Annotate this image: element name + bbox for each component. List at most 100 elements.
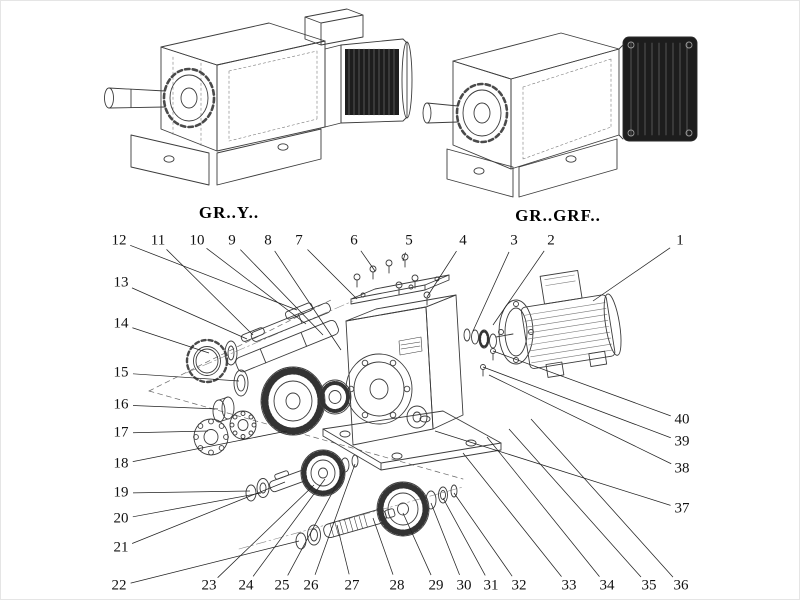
callout-15: 15 xyxy=(113,364,129,381)
callout-8: 8 xyxy=(264,232,272,249)
callout-20: 20 xyxy=(113,510,129,527)
callout-26: 26 xyxy=(303,577,319,594)
leader-line-28 xyxy=(372,517,394,575)
leader-line-32 xyxy=(453,492,513,577)
assembled-gearmotor-gr-y xyxy=(104,8,413,186)
callout-31: 31 xyxy=(483,577,499,594)
callout-7: 7 xyxy=(295,232,303,249)
leader-line-15 xyxy=(132,373,240,382)
intermediate-gear xyxy=(318,379,352,415)
leader-line-36 xyxy=(530,418,674,578)
callout-17: 17 xyxy=(113,424,129,441)
assembled-gearmotor-gr-grf xyxy=(422,32,698,198)
leader-line-10 xyxy=(206,247,307,325)
callout-35: 35 xyxy=(641,577,657,594)
leader-line-30 xyxy=(430,502,460,575)
leader-line-6 xyxy=(360,250,376,272)
motor xyxy=(498,269,622,378)
leader-line-9 xyxy=(240,249,324,336)
callout-9: 9 xyxy=(228,232,236,249)
base-plate xyxy=(322,410,502,471)
callout-21: 21 xyxy=(113,539,129,556)
callout-13: 13 xyxy=(113,274,129,291)
callout-19: 19 xyxy=(113,484,129,501)
input-shaft-parts xyxy=(463,328,514,377)
leader-line-13 xyxy=(131,287,248,340)
leader-line-5 xyxy=(402,252,406,262)
callout-2: 2 xyxy=(547,232,555,249)
leader-line-39 xyxy=(482,366,671,439)
variant-label-gr-grf: GR..GRF.. xyxy=(515,206,601,225)
callout-30: 30 xyxy=(456,577,472,594)
leader-line-25 xyxy=(287,468,346,576)
callout-12: 12 xyxy=(111,232,127,249)
cover-bolts xyxy=(353,253,431,306)
leader-line-34 xyxy=(486,436,600,577)
variant-label-gr-y: GR..Y.. xyxy=(198,203,260,222)
callout-33: 33 xyxy=(561,577,577,594)
pinion-shaft-assembly xyxy=(295,481,458,550)
leader-line-2 xyxy=(492,250,545,326)
callout-37: 37 xyxy=(674,500,690,517)
callout-24: 24 xyxy=(238,577,254,594)
callout-40: 40 xyxy=(674,411,690,428)
output-shaft-assembly xyxy=(185,302,352,456)
gear-housing xyxy=(345,294,464,446)
leader-line-4 xyxy=(426,250,457,298)
callout-10: 10 xyxy=(189,232,205,249)
callout-16: 16 xyxy=(113,396,129,413)
leader-line-12 xyxy=(130,244,298,311)
leader-line-35 xyxy=(508,428,642,578)
leader-line-8 xyxy=(274,250,342,351)
leader-line-1 xyxy=(592,247,671,302)
leader-line-21 xyxy=(131,481,286,544)
callout-36: 36 xyxy=(673,577,689,594)
leader-line-33 xyxy=(462,452,562,577)
leader-line-14 xyxy=(132,327,210,354)
top-cover-and-bolts xyxy=(350,253,450,306)
leader-line-24 xyxy=(252,478,326,577)
leader-line-17 xyxy=(132,430,209,434)
leader-line-19 xyxy=(132,490,251,494)
callout-29: 29 xyxy=(428,577,444,594)
intermediate-shaft-assembly xyxy=(245,449,359,502)
leader-line-31 xyxy=(442,497,486,576)
leader-line-38 xyxy=(488,374,672,465)
leader-line-11 xyxy=(166,249,254,336)
leader-line-23 xyxy=(217,484,315,578)
leader-line-40 xyxy=(492,350,671,417)
callout-6: 6 xyxy=(350,232,358,249)
gear-a xyxy=(300,449,346,497)
callout-4: 4 xyxy=(459,232,467,249)
callout-11: 11 xyxy=(150,232,166,249)
leader-line-3 xyxy=(472,251,510,332)
leader-line-29 xyxy=(402,512,432,576)
leader-line-26 xyxy=(314,463,356,575)
gear-b xyxy=(376,481,430,537)
leader-line-27 xyxy=(336,524,350,575)
callout-38: 38 xyxy=(674,460,690,477)
callout-14: 14 xyxy=(113,315,129,332)
leader-line-16 xyxy=(132,405,219,410)
callout-23: 23 xyxy=(201,577,217,594)
callout-28: 28 xyxy=(389,577,405,594)
callout-39: 39 xyxy=(674,433,690,450)
nameplate xyxy=(398,336,423,356)
exploded-view xyxy=(148,253,622,550)
callout-18: 18 xyxy=(113,455,129,472)
callout-34: 34 xyxy=(599,577,615,594)
leader-line-20 xyxy=(132,492,262,518)
leader-line-37 xyxy=(434,430,671,506)
callout-3: 3 xyxy=(510,232,518,249)
leader-line-7 xyxy=(307,249,358,300)
leader-line-18 xyxy=(132,430,288,463)
callout-25: 25 xyxy=(274,577,290,594)
bearing-small xyxy=(229,410,257,440)
callout-32: 32 xyxy=(511,577,527,594)
callout-5: 5 xyxy=(405,232,413,249)
callout-27: 27 xyxy=(344,577,360,594)
callout-1: 1 xyxy=(676,232,684,249)
